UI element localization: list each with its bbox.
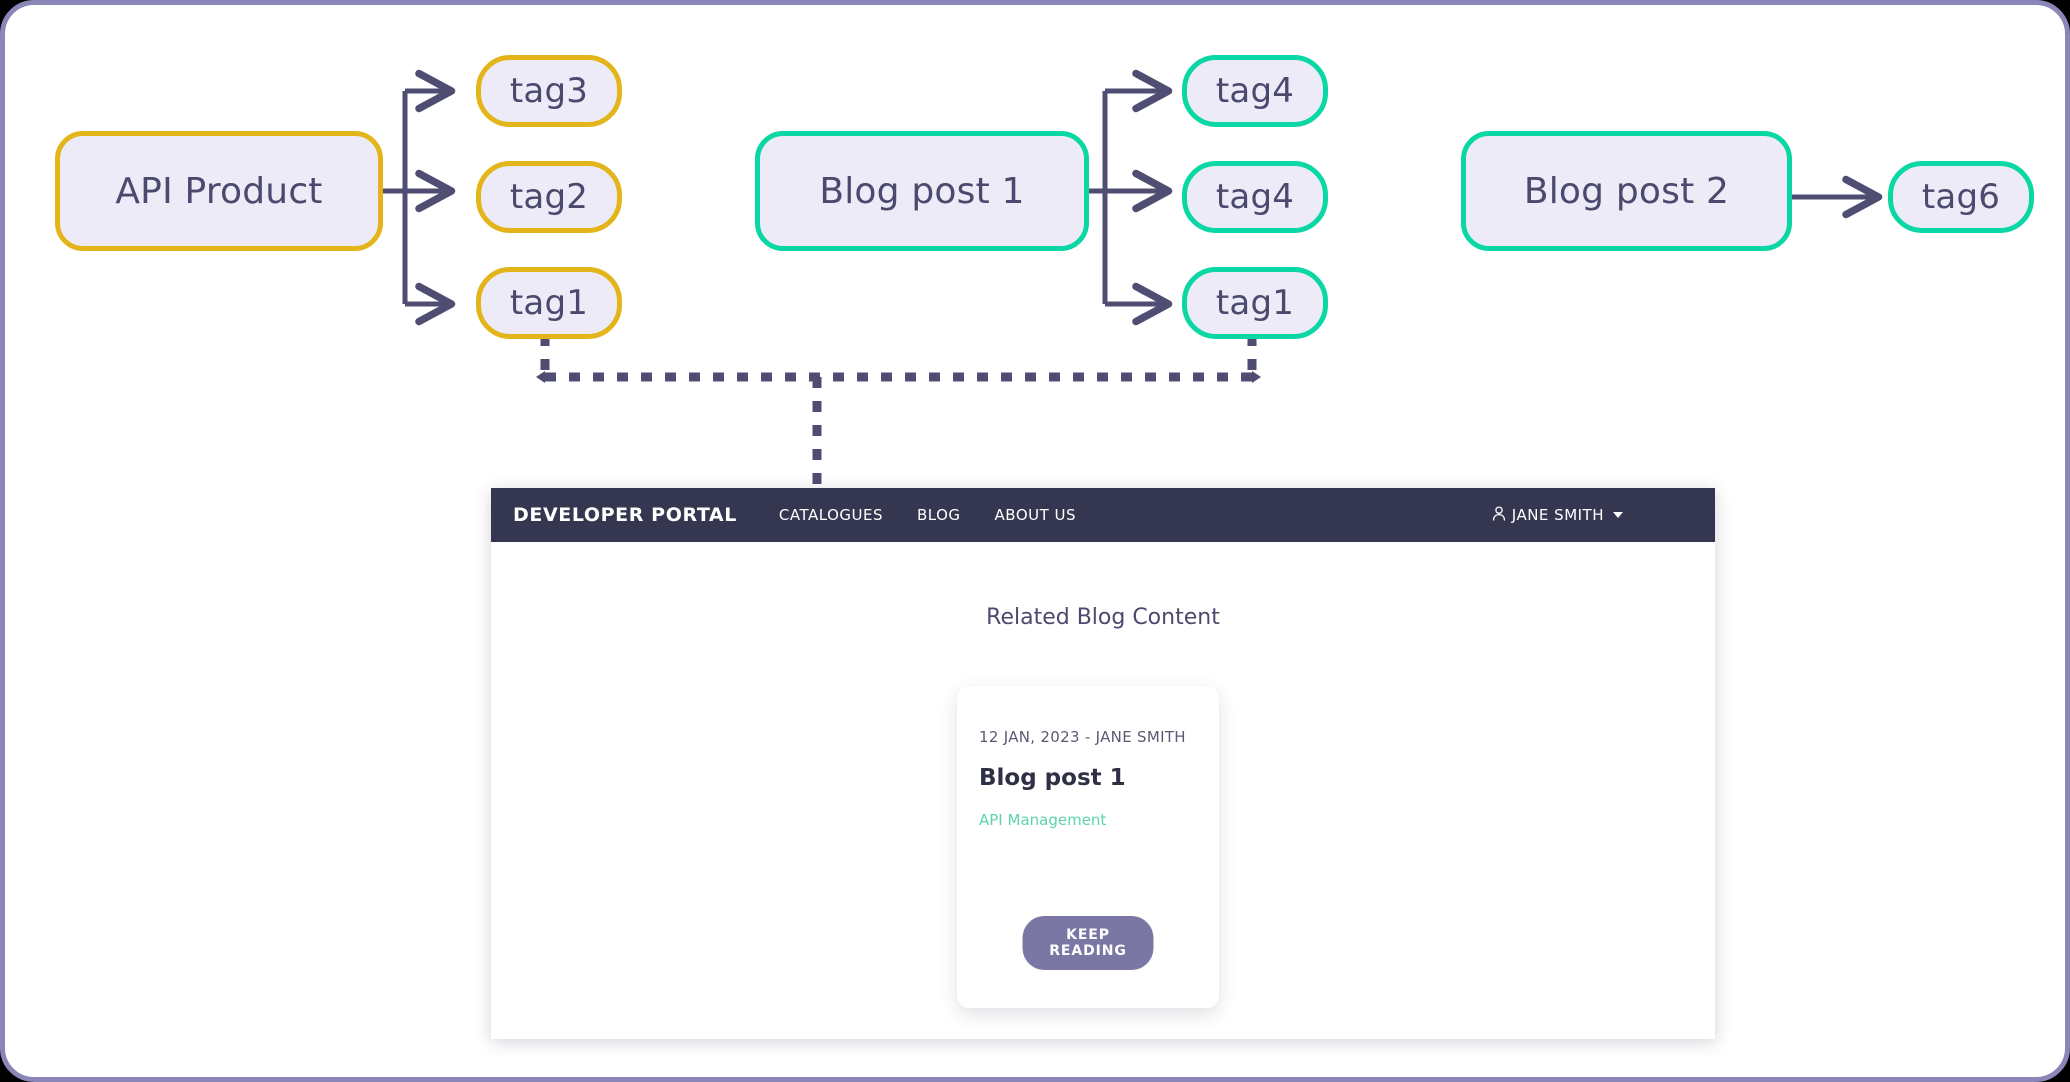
nav-item-blog[interactable]: BLOG bbox=[916, 506, 961, 524]
nav-item-catalogues[interactable]: CATALOGUES bbox=[778, 506, 883, 524]
node-tag-blog1-1[interactable]: tag4 bbox=[1182, 55, 1328, 127]
node-blog-post-1[interactable]: Blog post 1 bbox=[755, 131, 1089, 251]
node-blog-post-2[interactable]: Blog post 2 bbox=[1461, 131, 1792, 251]
nav-item-about-us[interactable]: ABOUT US bbox=[994, 506, 1077, 524]
node-tag-api-1[interactable]: tag3 bbox=[476, 55, 622, 127]
portal-brand[interactable]: DEVELOPER PORTAL bbox=[513, 504, 737, 526]
node-api-product[interactable]: API Product bbox=[55, 131, 383, 251]
node-tag-api-3[interactable]: tag1 bbox=[476, 267, 622, 339]
portal-header: DEVELOPER PORTAL CATALOGUES BLOG ABOUT U… bbox=[491, 488, 1715, 542]
card-tag-link[interactable]: API Management bbox=[979, 811, 1107, 829]
user-menu[interactable]: JANE SMITH bbox=[1492, 505, 1693, 525]
node-tag-blog2-1[interactable]: tag6 bbox=[1888, 161, 2034, 233]
keep-reading-button[interactable]: KEEP READING bbox=[1022, 916, 1154, 970]
card-title: Blog post 1 bbox=[979, 765, 1126, 791]
node-tag-api-2[interactable]: tag2 bbox=[476, 161, 622, 233]
node-tag-blog1-2[interactable]: tag4 bbox=[1182, 161, 1328, 233]
user-menu-label: JANE SMITH bbox=[1511, 506, 1604, 524]
developer-portal-panel: DEVELOPER PORTAL CATALOGUES BLOG ABOUT U… bbox=[491, 488, 1715, 1039]
node-tag-blog1-3[interactable]: tag1 bbox=[1182, 267, 1328, 339]
portal-body: Related Blog Content 12 JAN, 2023 - JANE… bbox=[491, 542, 1715, 1039]
related-blog-content-title: Related Blog Content bbox=[986, 605, 1220, 630]
person-icon bbox=[1492, 505, 1506, 525]
chevron-down-icon bbox=[1613, 512, 1623, 518]
related-blog-card[interactable]: 12 JAN, 2023 - JANE SMITH Blog post 1 AP… bbox=[957, 686, 1219, 1008]
card-meta: 12 JAN, 2023 - JANE SMITH bbox=[979, 728, 1186, 746]
